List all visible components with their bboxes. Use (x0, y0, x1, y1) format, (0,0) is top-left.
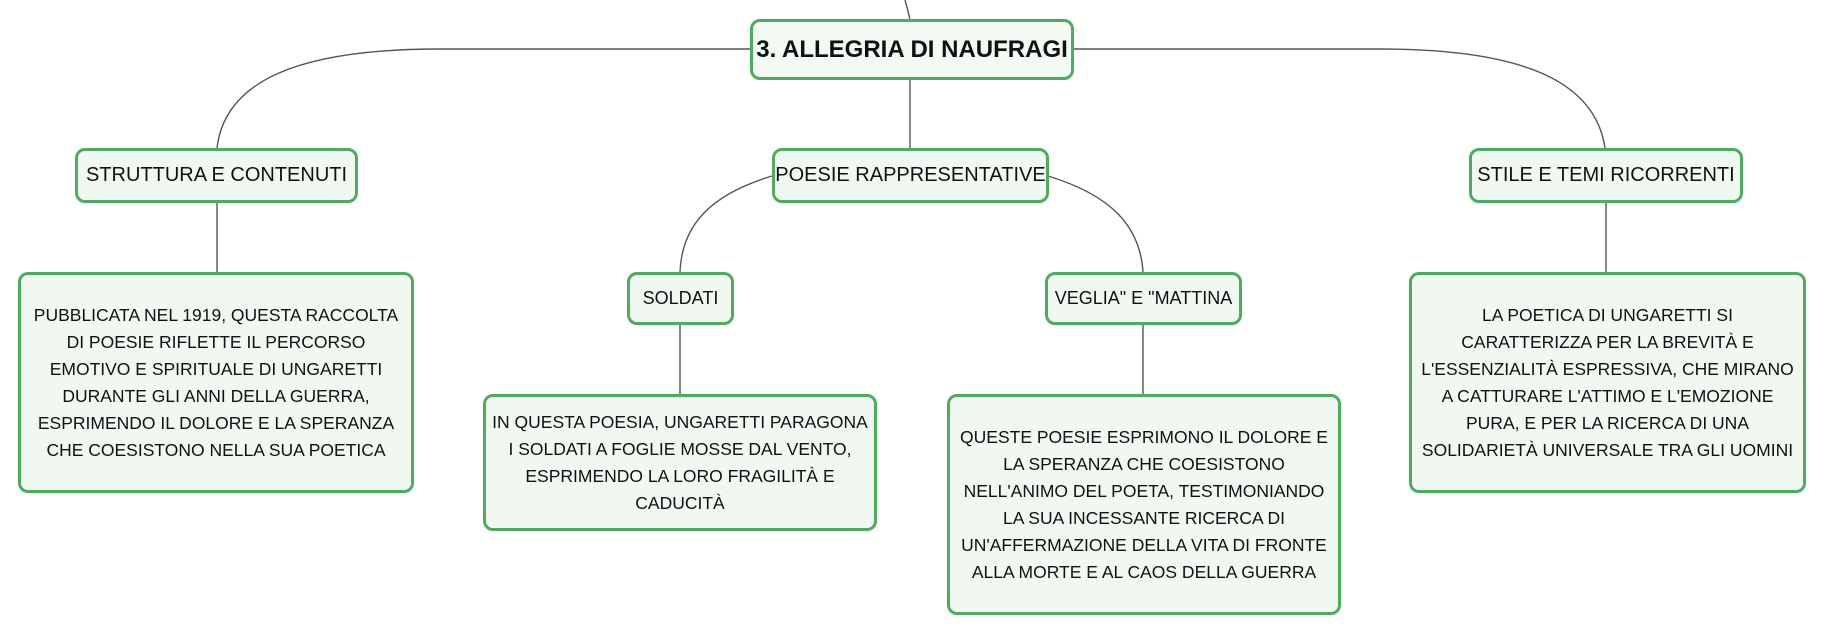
connector-root-parent (904, 0, 911, 21)
connector-poesie-soldati (679, 175, 773, 273)
topic-poesie-label: POESIE RAPPRESENTATIVE (775, 164, 1046, 186)
topic-stile[interactable]: STILE E TEMI RICORRENTI (1469, 148, 1743, 203)
soldati-description[interactable]: IN QUESTA POESIA, UNGARETTI PARAGONA I S… (483, 394, 877, 531)
topic-poesie[interactable]: POESIE RAPPRESENTATIVE (772, 148, 1049, 203)
subtopic-soldati-label: SOLDATI (642, 288, 719, 308)
connector-root-struttura (216, 48, 750, 149)
struttura-description[interactable]: PUBBLICATA NEL 1919, QUESTA RACCOLTA DI … (18, 272, 414, 493)
topic-stile-label: STILE E TEMI RICORRENTI (1477, 164, 1735, 186)
subtopic-veglia-mattina-label: VEGLIA" E "MATTINA (1054, 288, 1233, 308)
connector-poesie-veglia (1047, 175, 1144, 273)
central-topic-label: 3. ALLEGRIA DI NAUFRAGI (756, 35, 1068, 63)
soldati-description-text: IN QUESTA POESIA, UNGARETTI PARAGONA I S… (492, 411, 868, 513)
topic-struttura[interactable]: STRUTTURA E CONTENUTI (75, 148, 358, 203)
central-topic[interactable]: 3. ALLEGRIA DI NAUFRAGI (750, 19, 1074, 80)
stile-description[interactable]: LA POETICA DI UNGARETTI SI CARATTERIZZA … (1409, 272, 1806, 493)
subtopic-soldati[interactable]: SOLDATI (627, 272, 734, 325)
topic-struttura-label: STRUTTURA E CONTENUTI (85, 164, 348, 186)
subtopic-veglia-mattina[interactable]: VEGLIA" E "MATTINA (1045, 272, 1242, 325)
veglia-mattina-description-text: QUESTE POESIE ESPRIMONO IL DOLORE E LA S… (960, 426, 1328, 582)
veglia-mattina-description[interactable]: QUESTE POESIE ESPRIMONO IL DOLORE E LA S… (947, 394, 1341, 615)
stile-description-text: LA POETICA DI UNGARETTI SI CARATTERIZZA … (1421, 304, 1794, 460)
struttura-description-text: PUBBLICATA NEL 1919, QUESTA RACCOLTA DI … (33, 304, 399, 460)
connector-root-stile (1072, 48, 1606, 149)
